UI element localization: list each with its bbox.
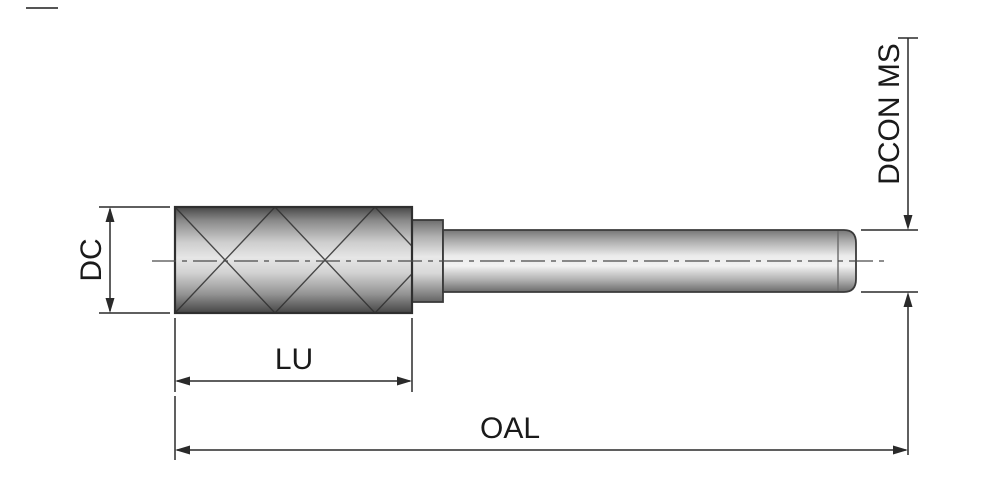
knurl-crosshatch-pattern	[175, 207, 412, 313]
oal-label: OAL	[480, 412, 540, 445]
lu-arrow-right-icon	[397, 376, 412, 386]
dc-label: DC	[75, 238, 108, 281]
burr-cutting-head	[173, 205, 414, 315]
dcon-arrow-up-icon	[903, 292, 913, 307]
dc-arrow-up-icon	[105, 207, 115, 222]
dimension-lu: LU	[174, 318, 413, 392]
dc-arrow-down-icon	[105, 298, 115, 313]
dimension-dcon-ms: DCON MS	[861, 37, 918, 455]
oal-arrow-left-icon	[175, 445, 190, 455]
dimension-oal: OAL	[174, 396, 908, 460]
dcon-arrow-down-icon	[903, 215, 913, 230]
oal-arrow-right-icon	[893, 445, 908, 455]
lu-label: LU	[275, 343, 313, 376]
dcon-ms-label: DCON MS	[873, 43, 906, 185]
lu-arrow-left-icon	[175, 376, 190, 386]
dimension-dc: DC	[75, 206, 170, 314]
